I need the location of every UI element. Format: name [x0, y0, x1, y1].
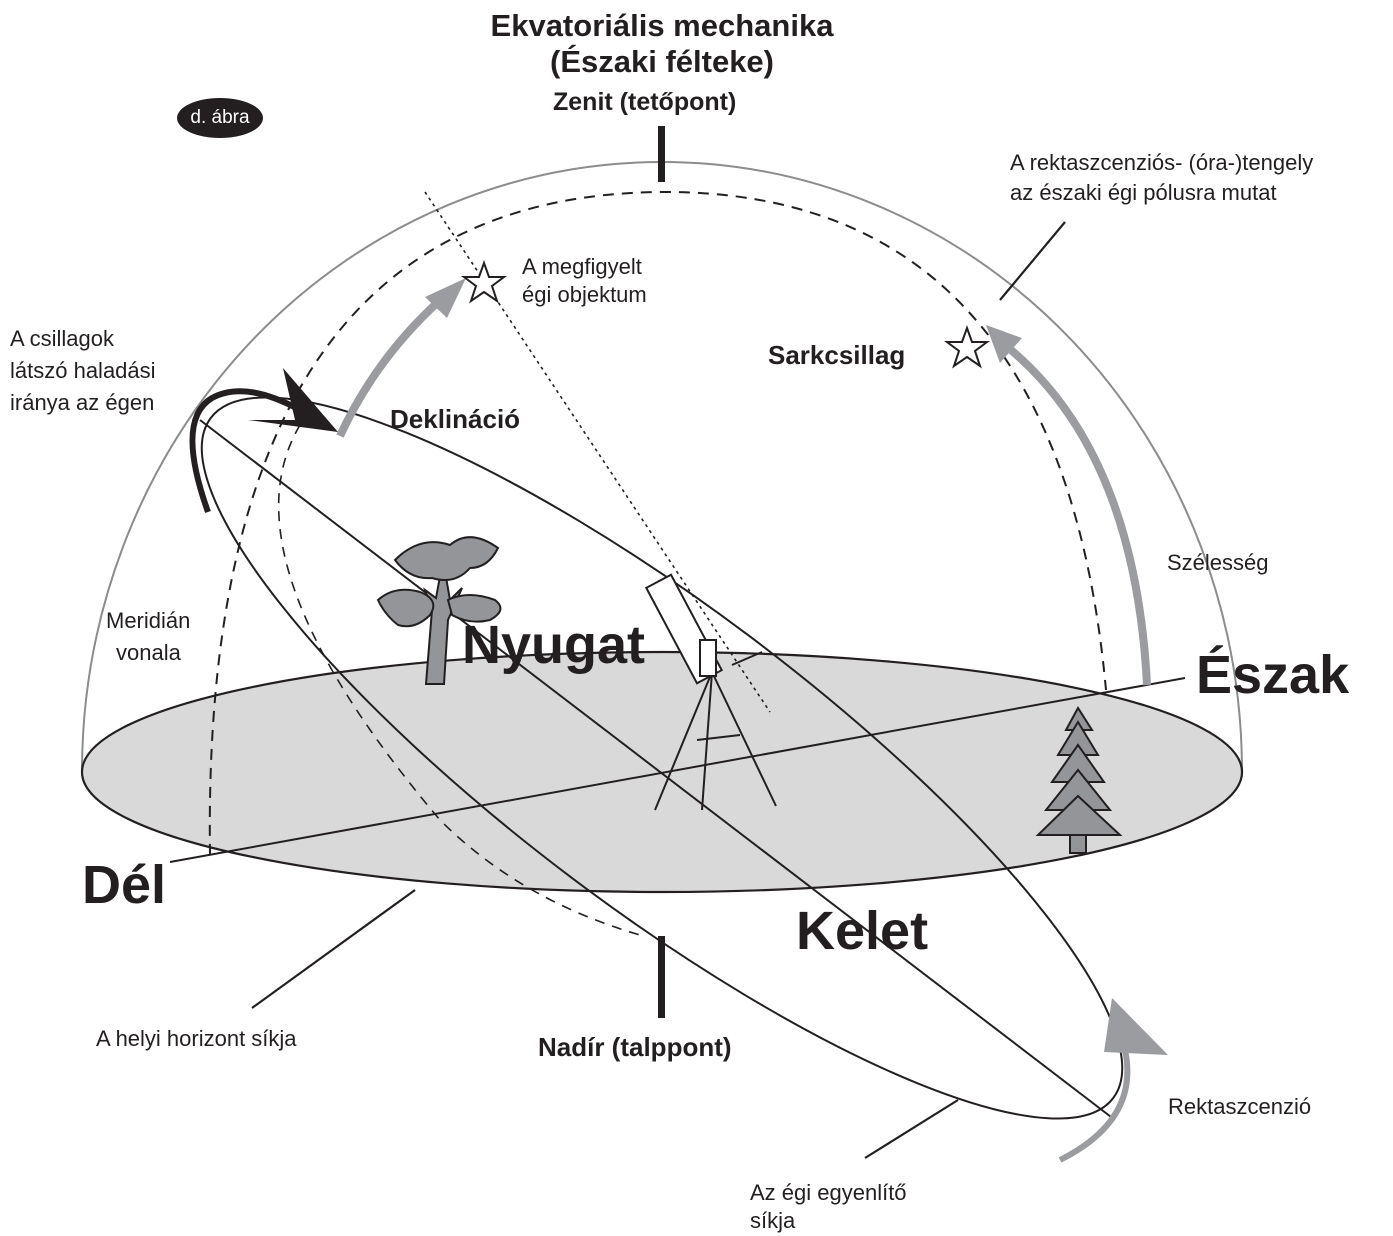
equator-plane-label-line1: Az égi egyenlítő: [750, 1180, 907, 1205]
declination-arrow: [336, 299, 441, 438]
tree-icon: [376, 536, 502, 685]
stars-motion-arrowhead: [248, 368, 338, 432]
diagram-title-line1: Ekvatoriális mechanika: [490, 8, 834, 43]
polaris-star-icon: [944, 325, 990, 369]
ra-arrowhead: [1104, 998, 1168, 1055]
pointing-line: [424, 191, 771, 713]
pine-tree-icon: [1035, 706, 1123, 854]
nadir-tick: [658, 936, 665, 1018]
diagram-title-line2: (Északi félteke): [550, 44, 774, 79]
zenith-label: Zenit (tetőpont): [553, 88, 737, 116]
celestial-equator: [200, 396, 1124, 1120]
star-icon: [461, 260, 507, 304]
stars-motion-arrow: [189, 388, 302, 514]
west-label: Nyugat: [462, 615, 646, 675]
west-east-line: [199, 419, 1116, 1121]
equator-plane-label-line2: síkja: [750, 1208, 796, 1233]
ra-arrow: [1058, 1049, 1131, 1163]
declination-label: Deklináció: [390, 404, 521, 434]
latitude-label: Szélesség: [1167, 550, 1269, 575]
polaris-label: Sarkcsillag: [768, 340, 906, 370]
stars-motion-label-line3: iránya az égen: [10, 390, 155, 415]
figure-badge: d. ábra: [177, 98, 263, 138]
equator-back-dashed: [277, 424, 641, 936]
meridian-label-line1: Meridián: [106, 608, 191, 633]
ra-axis-leader: [999, 221, 1066, 301]
declination-arrowhead: [425, 278, 466, 318]
latitude-arrowhead: [986, 325, 1022, 363]
horizon-leader: [251, 889, 416, 1009]
east-label: Kelet: [796, 901, 929, 961]
nadir-label: Nadír (talppont): [538, 1032, 732, 1062]
equator-leader: [864, 1099, 959, 1159]
latitude-arrow: [1002, 341, 1151, 686]
telescope-icon: [644, 573, 777, 811]
observed-object-label-line2: égi objektum: [522, 282, 647, 307]
ra-axis-label-line1: A rektaszcenziós- (óra-)tengely: [1010, 150, 1314, 175]
observed-object-label-line1: A megfigyelt: [522, 254, 642, 279]
south-north-line: [169, 677, 1186, 863]
zenith-tick: [658, 126, 665, 182]
horizon-plane-label: A helyi horizont síkja: [96, 1026, 297, 1051]
north-label: Észak: [1196, 645, 1350, 705]
south-label: Dél: [82, 855, 167, 915]
ra-axis-label-line2: az északi égi pólusra mutat: [1010, 180, 1277, 205]
meridian-label-line2: vonala: [116, 640, 181, 665]
stars-motion-label-line1: A csillagok: [10, 326, 114, 351]
meridian-line: [208, 190, 1107, 856]
stars-motion-label-line2: látszó haladási: [10, 358, 156, 383]
right-ascension-label: Rektaszcenzió: [1168, 1094, 1312, 1119]
